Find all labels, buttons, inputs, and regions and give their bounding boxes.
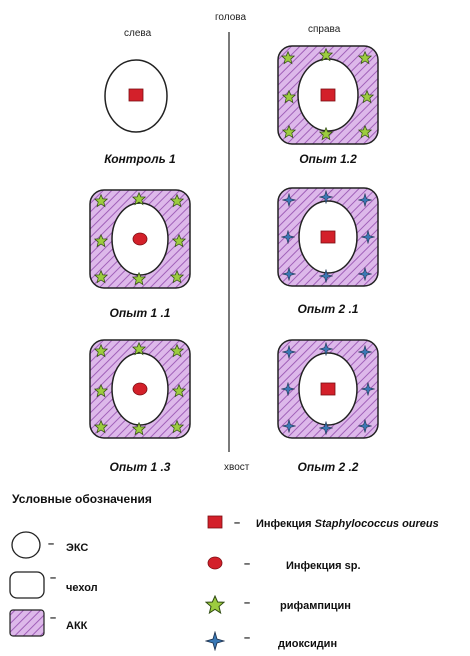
exp-2-1-device — [277, 187, 379, 287]
staph-label: Инфекция Staphylococcus oureus — [256, 518, 439, 530]
infection-sp-swatch — [207, 556, 223, 570]
exp-2-2-device — [277, 339, 379, 439]
caption-exp-1-1: Опыт 1 .1 — [109, 306, 171, 320]
legend-dash: – — [50, 572, 57, 584]
exp-1-3-device — [89, 339, 191, 439]
rifampicin-swatch — [205, 595, 225, 614]
legend-dash: – — [234, 517, 241, 529]
staph-label-species: Staphylococcus oureus — [314, 518, 439, 530]
caption-control-1: Контроль 1 — [104, 152, 176, 166]
caption-exp-1-3: Опыт 1 .3 — [109, 460, 171, 474]
eks-label: ЭКС — [66, 542, 89, 554]
eks-swatch — [11, 531, 41, 559]
exp-1-1-device — [89, 189, 191, 289]
staph-marker — [128, 88, 144, 102]
dioxidine-swatch — [205, 631, 225, 651]
akk-swatch — [9, 609, 45, 637]
caption-exp-1-2: Опыт 1.2 — [299, 152, 357, 166]
staph-swatch — [207, 515, 223, 529]
legend-dash: – — [244, 597, 251, 609]
tail-label: хвост — [224, 462, 250, 473]
caption-exp-2-2: Опыт 2 .2 — [297, 460, 359, 474]
exp-1-2-device — [277, 45, 379, 145]
staph-label-prefix: Инфекция — [256, 518, 312, 530]
legend-dash: – — [244, 558, 251, 570]
control-1-device — [104, 59, 168, 133]
infection-sp-label: Инфекция sp. — [286, 560, 361, 572]
rifampicin-label: рифампицин — [280, 600, 351, 612]
legend-dash: – — [50, 612, 57, 624]
right-side-label: справа — [308, 24, 341, 35]
caption-exp-2-1: Опыт 2 .1 — [297, 302, 359, 316]
left-side-label: слева — [124, 28, 152, 39]
akk-label: АКК — [66, 620, 88, 632]
legend-dash: – — [244, 632, 251, 644]
head-label: голова — [215, 12, 247, 23]
legend-title: Условные обозначения — [12, 492, 152, 506]
cover-swatch — [9, 571, 45, 599]
cover-label: чехол — [66, 582, 98, 594]
legend-dash: – — [48, 538, 55, 550]
midline — [228, 32, 230, 452]
dioxidine-label: диоксидин — [278, 638, 338, 650]
